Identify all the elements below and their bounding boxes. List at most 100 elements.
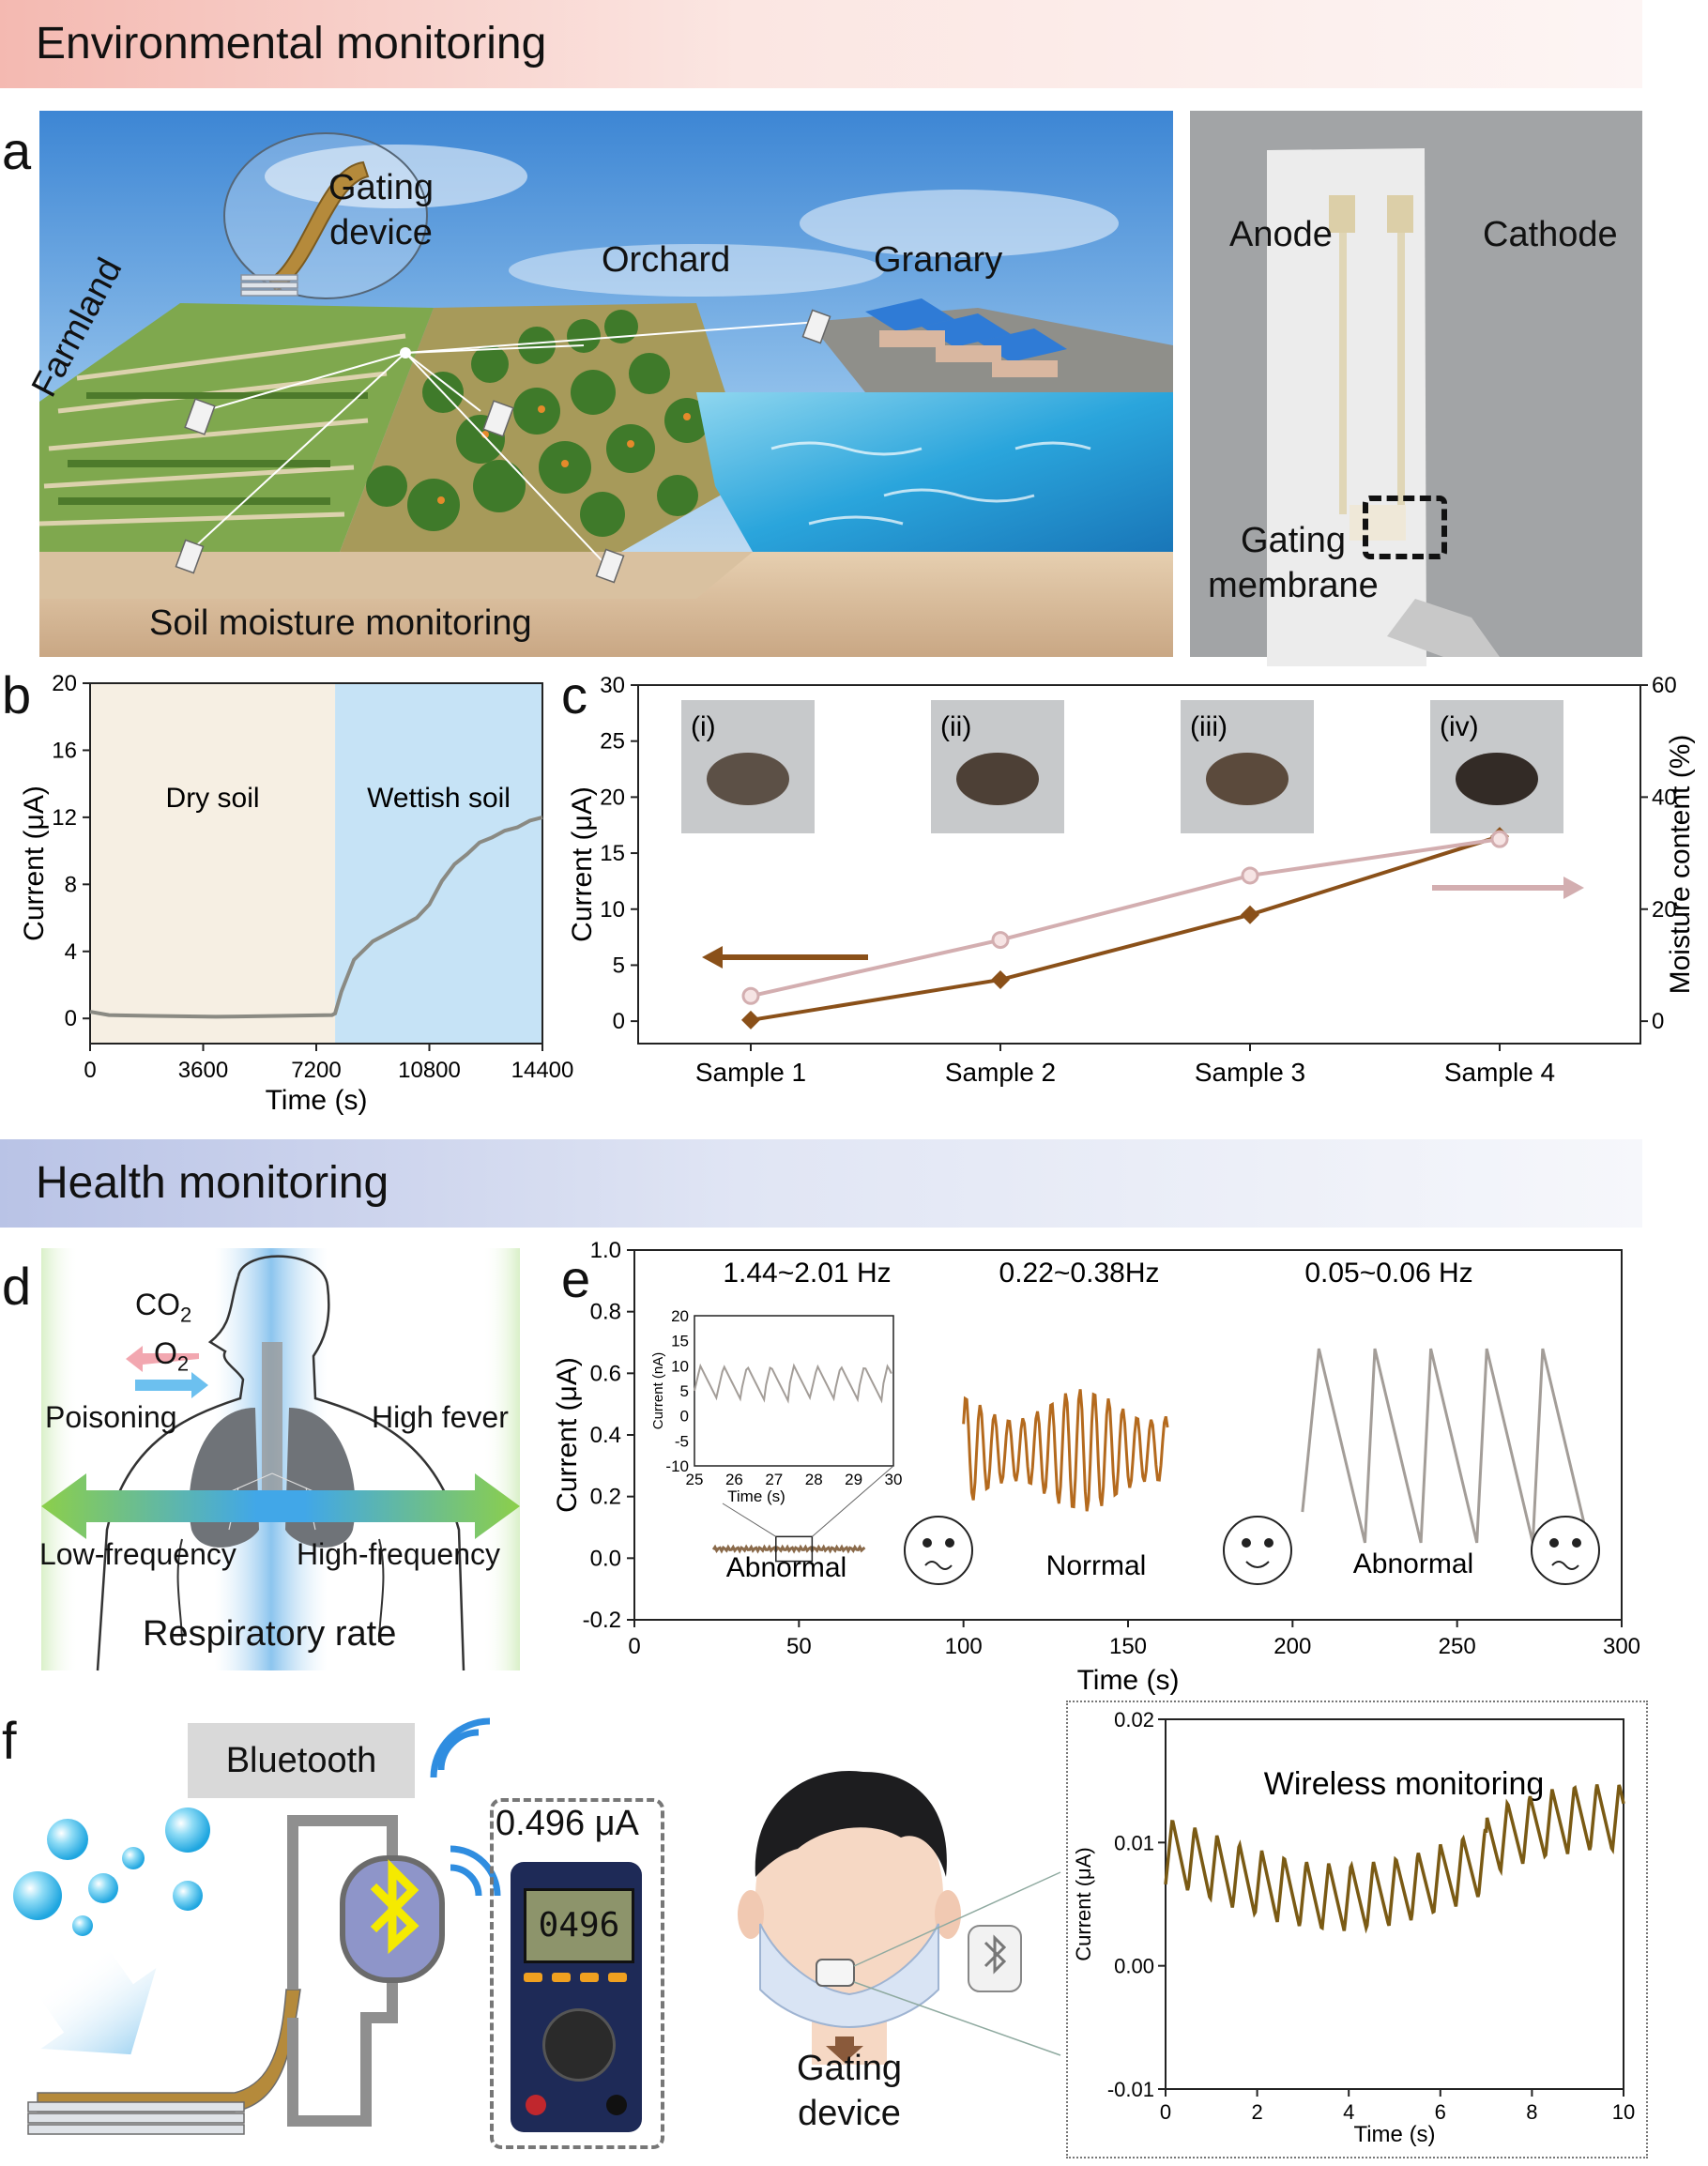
face-icon-2 xyxy=(1531,1516,1600,1585)
multimeter-screen-digits: 0496 xyxy=(538,1906,620,1945)
y-tick-label-4: 16 xyxy=(52,738,77,763)
soil-photo-label-0: (i) xyxy=(691,711,716,742)
y-tick-label-3: 0.4 xyxy=(590,1423,621,1448)
panel-letter-f: f xyxy=(2,1711,17,1770)
x-tick-label-6: 300 xyxy=(1603,1634,1640,1659)
bluetooth-setup-illustration xyxy=(0,1708,676,2161)
soil-pile-3 xyxy=(1456,753,1538,805)
multimeter-screen: 0496 xyxy=(524,1888,634,1963)
multimeter-probe-black xyxy=(606,2095,627,2115)
device-photo xyxy=(1190,111,1642,666)
gating-device-line2: device xyxy=(329,213,433,252)
multimeter-button xyxy=(608,1973,627,1982)
x-tick-label-4: 200 xyxy=(1273,1634,1311,1659)
chart-title: Wireless monitoring xyxy=(1264,1766,1545,1802)
y2-tick-label-2: 40 xyxy=(1652,785,1677,810)
inset-y-axis-label: Current (nA) xyxy=(650,1352,666,1430)
co2-subscript: 2 xyxy=(180,1303,192,1327)
co2-label: CO2 xyxy=(135,1288,191,1327)
region-1 xyxy=(335,683,542,1044)
multimeter-probe-red xyxy=(526,2095,546,2115)
x-axis-label: Time (s) xyxy=(1353,2122,1435,2147)
inset-connector-left xyxy=(722,1502,777,1537)
series-1-point-0 xyxy=(741,986,760,1005)
membrane-highlight-box xyxy=(1363,496,1447,559)
multimeter-button xyxy=(580,1973,599,1982)
panel-letter-a: a xyxy=(2,121,32,180)
panel-letter-c: c xyxy=(561,665,587,725)
left-axis-arrowhead xyxy=(702,946,723,969)
environmental-banner: Environmental monitoring xyxy=(0,0,1642,88)
face-eye-left-2 xyxy=(1549,1538,1559,1548)
y-tick-label-5: 0.8 xyxy=(590,1300,621,1325)
inset-x-tick-label-1: 26 xyxy=(725,1471,743,1488)
x-tick-label-4: 14400 xyxy=(511,1058,574,1083)
soil-moisture-label: Soil moisture monitoring xyxy=(149,603,532,643)
status-label-1: Norrmal xyxy=(1046,1550,1147,1581)
inset-x-tick-label-3: 28 xyxy=(805,1471,823,1488)
series-1-point-1 xyxy=(991,931,1010,950)
soil-pile-1 xyxy=(956,753,1039,805)
trace-low-frequency xyxy=(1301,1348,1591,1544)
health-banner: Health monitoring xyxy=(0,1139,1642,1228)
high-frequency-label: High-frequency xyxy=(297,1537,500,1571)
y-tick-label-2: 0.01 xyxy=(1114,1831,1154,1854)
wireless-chart-frame xyxy=(1066,1701,1648,2158)
bluetooth-box: Bluetooth xyxy=(188,1723,415,1798)
series-line-1 xyxy=(750,837,1501,999)
landscape-drawing xyxy=(38,111,1173,657)
inset-x-tick-label-2: 27 xyxy=(765,1471,783,1488)
face-mask-illustration xyxy=(723,1764,1070,2065)
cathode-label: Cathode xyxy=(1483,215,1618,254)
series-1-point-2 xyxy=(1241,866,1259,885)
face-icon-1 xyxy=(1223,1516,1292,1585)
gating-membrane-line1: Gating xyxy=(1241,521,1346,560)
low-frequency-label: Low-frequency xyxy=(39,1537,236,1571)
x-tick-label-2: 100 xyxy=(945,1634,983,1659)
gating-membrane-label: Gating membrane xyxy=(1199,518,1387,608)
zoom-box xyxy=(775,1535,814,1563)
face-eye-left-1 xyxy=(1242,1538,1251,1548)
face-eye-right-2 xyxy=(1572,1538,1581,1548)
y-tick-label-5: 20 xyxy=(52,671,77,696)
face-mouth-1 xyxy=(1245,1561,1270,1568)
face-mouth-2 xyxy=(1551,1561,1579,1570)
y-tick-label-1: 0.00 xyxy=(1114,1955,1154,1978)
gating-device-f-line1: Gating xyxy=(797,2049,902,2088)
y-tick-label-0: 0 xyxy=(613,1009,625,1034)
multimeter-body: 0496 xyxy=(511,1862,642,2132)
respiratory-rate-label: Respiratory rate xyxy=(143,1614,397,1654)
face-mask-drawing xyxy=(738,1770,1061,2065)
device-photo-drawing xyxy=(1190,111,1642,666)
y-axis-label: Current (μA) xyxy=(1072,1847,1095,1960)
y-tick-label-5: 25 xyxy=(600,729,625,755)
category-label-1: Sample 2 xyxy=(945,1058,1056,1087)
multimeter-dial xyxy=(542,2008,616,2082)
bluetooth-label: Bluetooth xyxy=(225,1741,377,1780)
series-0-point-0 xyxy=(741,1010,760,1030)
x-tick-label-5: 10 xyxy=(1612,2100,1635,2124)
y-tick-label-1: 5 xyxy=(613,953,625,978)
co2-text: CO xyxy=(135,1288,180,1321)
x-tick-label-0: 0 xyxy=(84,1058,96,1083)
region-label-0: Dry soil xyxy=(166,783,260,814)
environmental-title: Environmental monitoring xyxy=(36,19,547,69)
inset-y-tick-label-4: 10 xyxy=(671,1357,689,1375)
region-label-1: Wettish soil xyxy=(367,783,511,814)
inset-frame xyxy=(694,1315,894,1467)
y-tick-label-0: -0.2 xyxy=(583,1608,621,1633)
inset-x-tick-label-0: 25 xyxy=(686,1471,704,1488)
status-label-2: Abnormal xyxy=(1353,1548,1473,1579)
face-eye-right-1 xyxy=(1264,1538,1273,1548)
granary-label: Granary xyxy=(874,240,1003,280)
poisoning-label: Poisoning xyxy=(45,1400,177,1434)
face-eye-right-0 xyxy=(945,1538,954,1548)
x-tick-label-3: 6 xyxy=(1435,2100,1446,2124)
x-tick-label-1: 2 xyxy=(1251,2100,1262,2124)
plot-frame xyxy=(1165,1718,1624,2090)
multimeter-frame xyxy=(490,1798,664,2149)
inset-x-tick-label-5: 30 xyxy=(885,1471,903,1488)
